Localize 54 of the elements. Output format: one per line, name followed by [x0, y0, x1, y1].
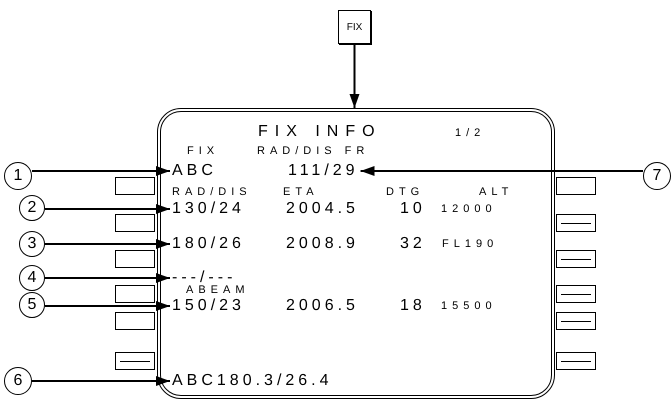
distance-value: 18: [400, 298, 426, 314]
column-header: RAD/DIS FR: [257, 146, 370, 157]
arrow: [45, 239, 170, 249]
arrow: [350, 44, 360, 108]
radial-distance-value: ---/---: [172, 270, 236, 286]
arrow: [32, 376, 170, 386]
radial-distance-value: 111/29: [288, 163, 359, 179]
line-select-key: [556, 214, 596, 232]
line-select-key: [115, 312, 155, 330]
callout-number: 6: [4, 367, 32, 395]
altitude-value: 15500: [441, 301, 497, 312]
column-header: RAD/DIS: [172, 187, 252, 198]
line-select-key: [556, 285, 596, 303]
column-header: DTG: [386, 187, 424, 198]
abeam-point-value: ABC180.3/26.4: [172, 373, 333, 389]
callout-number: 5: [19, 292, 45, 318]
eta-value: 2006.5: [286, 298, 359, 314]
line-select-key: [115, 250, 155, 268]
row-header: ABEAM: [186, 285, 250, 296]
arrow: [360, 166, 643, 176]
line-select-key: [556, 312, 596, 330]
arrow: [45, 301, 170, 311]
arrow: [45, 273, 170, 283]
line-select-key: [115, 214, 155, 232]
fix-ident: ABC: [172, 163, 217, 179]
eta-value: 2008.9: [286, 236, 359, 252]
column-header: FIX: [187, 146, 220, 157]
line-select-key: [115, 177, 155, 195]
line-select-key: [556, 250, 596, 268]
display-screen: [157, 108, 555, 399]
line-select-key: [556, 177, 596, 195]
radial-distance-value: 180/26: [172, 236, 245, 252]
arrow: [32, 166, 170, 176]
distance-value: 32: [400, 236, 426, 252]
page-number: 1/2: [455, 128, 486, 139]
arrow: [45, 204, 170, 214]
callout-number: 4: [19, 265, 45, 291]
altitude-value: FL190: [442, 239, 498, 250]
eta-value: 2004.5: [286, 201, 359, 217]
callout-number: 2: [19, 195, 45, 221]
line-select-key: [556, 352, 596, 370]
column-header: ALT: [479, 187, 514, 198]
line-select-key: [115, 352, 155, 370]
line-select-key: [115, 285, 155, 303]
callout-number: 1: [4, 162, 32, 190]
callout-number: 3: [19, 231, 45, 257]
column-header: ETA: [283, 187, 319, 198]
radial-distance-value: 150/23: [172, 298, 245, 314]
distance-value: 10: [400, 201, 426, 217]
radial-distance-value: 130/24: [172, 201, 245, 217]
altitude-value: 12000: [441, 204, 497, 215]
screen-title: FIX INFO: [258, 124, 382, 140]
function-key: FIX: [338, 10, 371, 44]
callout-number: 7: [643, 162, 671, 190]
